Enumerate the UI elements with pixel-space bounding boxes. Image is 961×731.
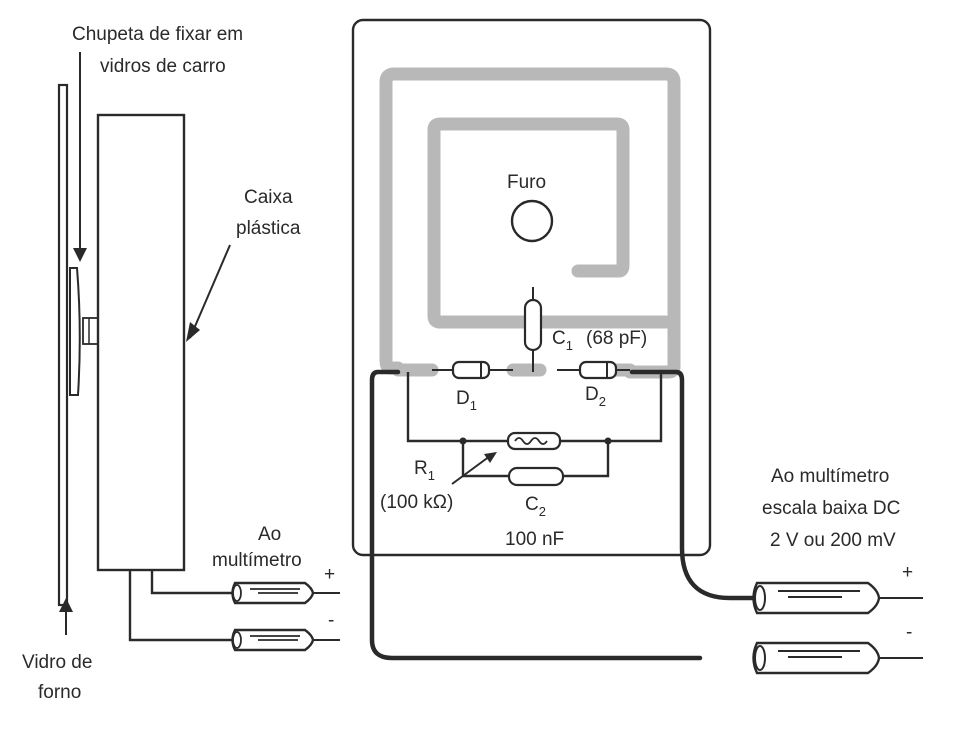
diode-d1 bbox=[451, 360, 491, 380]
oven-glass bbox=[57, 83, 69, 607]
c2-label: C2 bbox=[525, 494, 546, 519]
suction-cup-label-1: Chupeta de fixar em bbox=[72, 24, 243, 45]
r1-value: (100 kΩ) bbox=[380, 492, 453, 513]
suction-arrow-head bbox=[73, 248, 87, 262]
d2-label: D2 bbox=[585, 384, 606, 409]
capacitor-c1 bbox=[523, 298, 543, 352]
trimmer-arrow-line bbox=[451, 455, 491, 485]
suction-cup bbox=[69, 267, 81, 396]
capacitor-c2 bbox=[507, 466, 565, 487]
meter-plus: + bbox=[902, 562, 913, 583]
box-arrow-line bbox=[189, 244, 231, 339]
r1-label: R1 bbox=[414, 458, 435, 483]
hole-label: Furo bbox=[507, 172, 546, 193]
resistor-r1 bbox=[506, 431, 562, 451]
meter-label-2: escala baixa DC bbox=[762, 498, 900, 519]
glass-arrow-head bbox=[59, 598, 73, 612]
d1-label: D1 bbox=[456, 388, 477, 413]
c2-value: 100 nF bbox=[505, 529, 564, 550]
meter-label-3: 2 V ou 200 mV bbox=[770, 530, 896, 551]
glass-label-1: Vidro de bbox=[22, 652, 92, 673]
plus-left: + bbox=[324, 564, 335, 585]
box-arrow-head bbox=[186, 322, 200, 342]
suction-cup-knob bbox=[82, 317, 99, 345]
meter-probes: + - Ao multímetro escala baixa DC 2 V ou… bbox=[752, 466, 923, 675]
lead-positive bbox=[629, 369, 758, 601]
meter-label-left-2: multímetro bbox=[212, 550, 302, 571]
suction-cup-label-2: vidros de carro bbox=[100, 56, 226, 77]
probe-minus-right bbox=[752, 641, 923, 675]
meter-label-1: Ao multímetro bbox=[771, 466, 889, 487]
glass-label-2: forno bbox=[38, 682, 81, 703]
probe-minus-left bbox=[231, 628, 340, 652]
mounting-hole bbox=[510, 199, 554, 243]
lead-negative bbox=[369, 369, 703, 661]
meter-minus: - bbox=[906, 622, 912, 643]
meter-label-left-1: Ao bbox=[258, 524, 281, 545]
circuit-board: Furo C1 (68 pF) D1 D2 R1 (100 kΩ) C2 bbox=[351, 18, 758, 661]
plastic-box bbox=[96, 113, 186, 572]
probe-plus-left bbox=[231, 581, 340, 605]
diode-d2 bbox=[578, 360, 618, 380]
box-label-2: plástica bbox=[236, 218, 301, 239]
probe-plus-right bbox=[752, 581, 923, 615]
box-label-1: Caixa bbox=[244, 187, 293, 208]
side-view: Chupeta de fixar em vidros de carro Caix… bbox=[22, 24, 340, 703]
c1-value: (68 pF) bbox=[586, 328, 647, 349]
trimmer-arrow-head bbox=[484, 452, 497, 463]
minus-left: - bbox=[328, 610, 334, 631]
c1-label: C1 bbox=[552, 328, 573, 353]
